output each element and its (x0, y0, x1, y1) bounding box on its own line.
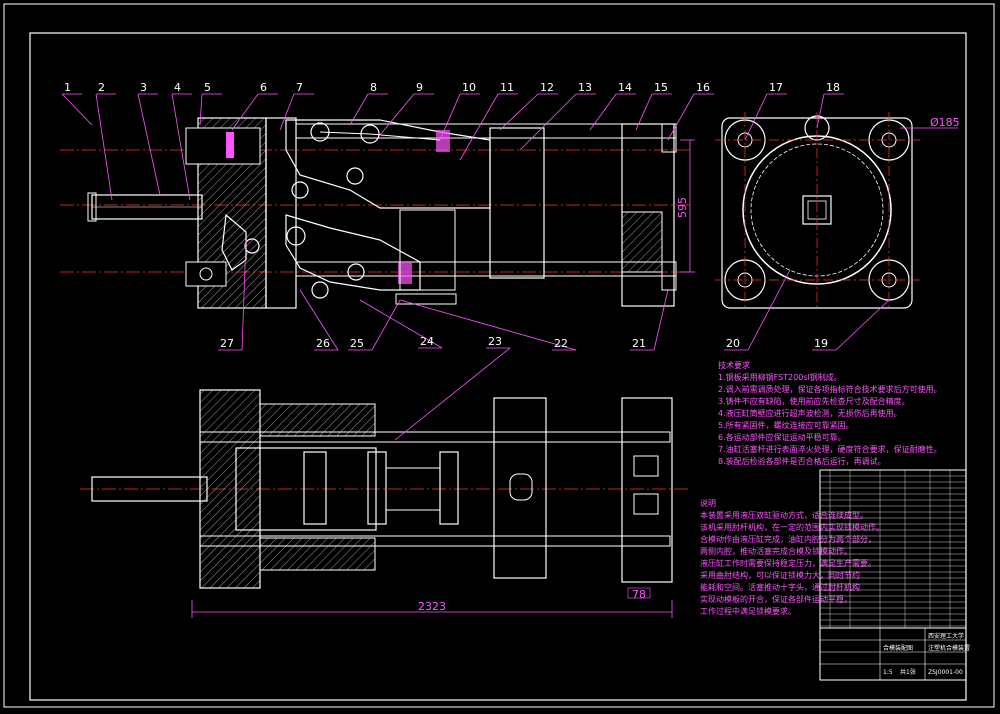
callout-16: 16 (696, 81, 710, 94)
callouts-bottom: 27 26 25 24 23 22 21 20 19 (218, 239, 890, 441)
callout-6: 6 (260, 81, 267, 94)
callout-11: 11 (500, 81, 514, 94)
title-assembly: 合模装配图 (883, 644, 913, 652)
tech-line: 8.装配后检验各部件是否合格后运行，再调试。 (718, 456, 886, 466)
description-line: 工作过程中满足锁模要求。 (700, 606, 796, 616)
tech-requirements: 技术要求 1.钢板采用柳钢FST200sl钢制成。 2.调入前需调质处理，保证各项… (718, 360, 942, 466)
callout-26: 26 (316, 337, 330, 350)
callout-27: 27 (220, 337, 234, 350)
callout-18: 18 (826, 81, 840, 94)
title-scale: 1:5 (883, 669, 893, 676)
callout-10: 10 (462, 81, 476, 94)
description-line: 能耗和空间。活塞推动十字头，通过肘杆机构 (700, 582, 860, 592)
callout-23: 23 (488, 335, 502, 348)
dim-78: 78 (632, 588, 646, 601)
description-line: 液压缸工作时需要保持稳定压力，满足生产需要。 (700, 558, 876, 568)
description-notes: 说明 本装置采用液压双缸驱动方式，适合连续成型。该机采用肘杆机构，在一定的范围内… (700, 498, 884, 616)
callout-15: 15 (654, 81, 668, 94)
description-line: 该机采用肘杆机构，在一定的范围内实现锁模动作。 (700, 522, 884, 532)
callout-20: 20 (726, 337, 740, 350)
title-drawing-no: ZSJ0001-00 (928, 669, 963, 676)
dim-diameter-185: Ø185 (930, 116, 960, 129)
title-drawing: 注塑机合模装置 (928, 644, 970, 652)
callout-25: 25 (350, 337, 364, 350)
callout-13: 13 (578, 81, 592, 94)
callout-12: 12 (540, 81, 554, 94)
description-line: 采用曲肘结构，可以保证锁模力大，同时节约 (700, 570, 860, 580)
tech-line: 6.各运动部件应保证运动平稳可靠。 (718, 432, 846, 442)
tech-line: 5.所有紧固件，螺纹连接应可靠紧固。 (718, 420, 854, 430)
title-sheet: 共1张 (900, 668, 916, 676)
tech-line: 2.调入前需调质处理，保证各项指标符合技术要求后方可使用。 (718, 384, 942, 394)
callout-24: 24 (420, 335, 434, 348)
callout-14: 14 (618, 81, 632, 94)
tech-heading: 技术要求 (718, 360, 750, 370)
dim-2323: 2323 (418, 600, 446, 613)
callout-2: 2 (98, 81, 105, 94)
tech-line: 7.油缸活塞杆进行表面淬火处理，硬度符合要求，保证耐磨性。 (718, 444, 942, 454)
tech-line: 1.钢板采用柳钢FST200sl钢制成。 (718, 372, 842, 382)
callout-22: 22 (554, 337, 568, 350)
dim-595: 595 (676, 197, 689, 218)
callout-21: 21 (632, 337, 646, 350)
end-view: Ø185 (715, 112, 960, 310)
callout-19: 19 (814, 337, 828, 350)
callout-4: 4 (174, 81, 181, 94)
callout-9: 9 (416, 81, 423, 94)
outer-border (3, 3, 995, 708)
description-heading: 说明 (700, 498, 716, 508)
callout-1: 1 (64, 81, 71, 94)
callout-7: 7 (296, 81, 303, 94)
tech-line: 3.铸件不应有缺陷，使用前应先检查尺寸及配合精度。 (718, 396, 910, 406)
callout-17: 17 (769, 81, 783, 94)
parts-list (819, 469, 967, 629)
drawing-frame (29, 32, 967, 701)
description-line: 本装置采用液压双缸驱动方式，适合连续成型。 (700, 510, 868, 520)
callout-5: 5 (204, 81, 211, 94)
description-line: 实现动模板的开合，保证各部件运动平稳， (700, 594, 852, 604)
description-line: 合模动作由液压缸完成，油缸内腔分为两个部分， (700, 534, 876, 544)
title-block: 西安理工大学 注塑机合模装置 合模装配图 ZSJ0001-00 1:5 共1张 (819, 627, 970, 681)
description-line: 两侧内腔，推动活塞完成合模及锁模动作。 (700, 546, 852, 556)
title-school: 西安理工大学 (928, 632, 964, 640)
callout-8: 8 (370, 81, 377, 94)
plan-view: 2323 78 (80, 389, 690, 618)
callout-3: 3 (140, 81, 147, 94)
side-view: 595 (60, 117, 695, 309)
tech-line: 4.液压缸筒壁应进行超声波检测，无损伤后再使用。 (718, 408, 902, 418)
